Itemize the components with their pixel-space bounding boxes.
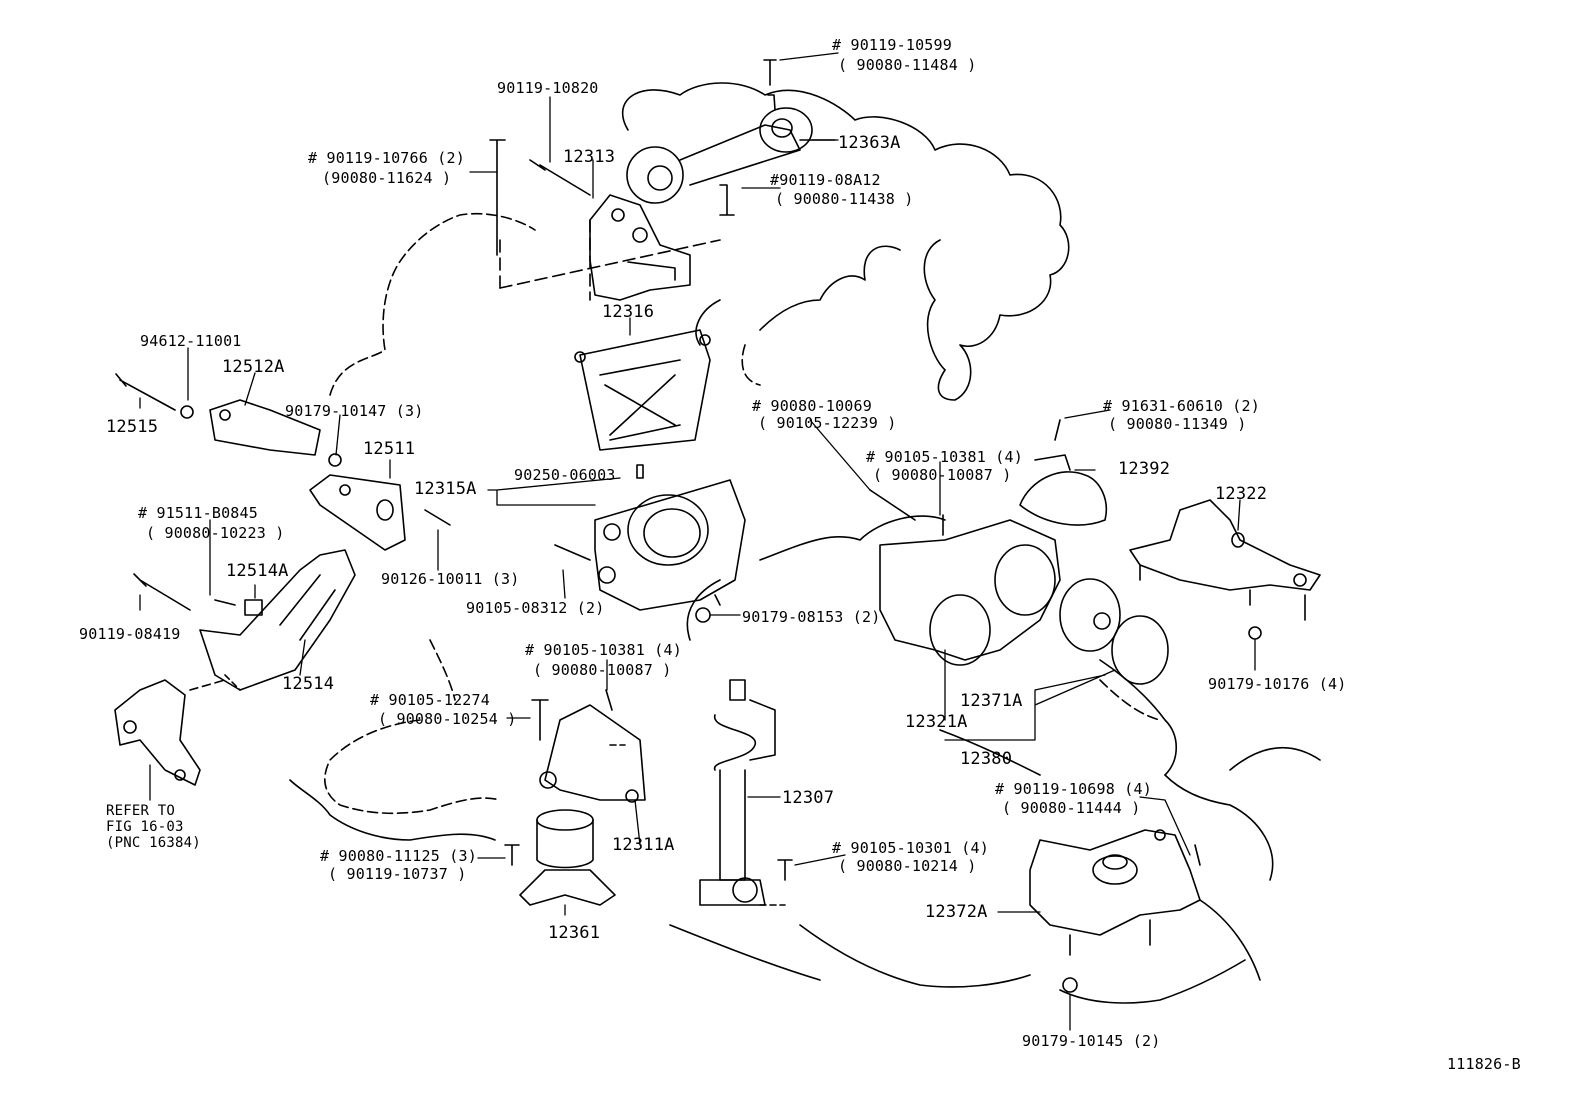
label-90105-10381-mid: # 90105-10381 (4) xyxy=(525,641,682,659)
label-90080-10087-mid: ( 90080-10087 ) xyxy=(533,661,672,679)
label-90179-08153: 90179-08153 (2) xyxy=(742,608,881,626)
label-90105-10381-top: # 90105-10381 (4) xyxy=(866,448,1023,466)
reference-lines xyxy=(499,219,721,301)
part-12321A-housing xyxy=(869,489,1169,685)
engine-outline xyxy=(329,82,1070,401)
label-12322: 12322 xyxy=(1215,484,1268,504)
refer-note-line3: (PNC 16384) xyxy=(106,835,201,851)
label-12315A: 12315A xyxy=(414,479,477,499)
label-12361: 12361 xyxy=(548,923,601,943)
label-90080-11444: ( 90080-11444 ) xyxy=(1002,799,1141,817)
label-90080-10214: ( 90080-10214 ) xyxy=(838,857,977,875)
label-91511-B0845: # 91511-B0845 xyxy=(138,504,258,522)
label-90080-11349: ( 90080-11349 ) xyxy=(1108,415,1247,433)
label-12321A: 12321A xyxy=(905,712,968,732)
label-90080-10223: ( 90080-10223 ) xyxy=(146,524,285,542)
refer-note-line2: FIG 16-03 xyxy=(106,819,184,835)
label-12371A: 12371A xyxy=(960,691,1023,711)
label-90119-10737: ( 90119-10737 ) xyxy=(328,865,467,883)
label-90119-10766: # 90119-10766 (2) xyxy=(308,149,465,167)
label-12372A: 12372A xyxy=(925,902,988,922)
label-90119-10820: 90119-10820 xyxy=(497,79,599,97)
label-94612-11001: 94612-11001 xyxy=(140,332,242,350)
part-12392-cover xyxy=(1019,419,1107,526)
label-90250-06003: 90250-06003 xyxy=(514,466,616,484)
label-12515: 12515 xyxy=(106,417,159,437)
leader-lines xyxy=(139,52,1256,1031)
part-12307-absorber xyxy=(699,679,793,906)
label-90119-08A12: #90119-08A12 xyxy=(770,171,881,189)
label-90179-10147: 90179-10147 (3) xyxy=(285,402,424,420)
part-12511-bracket xyxy=(309,453,451,551)
label-12307: 12307 xyxy=(782,788,835,808)
part-12512A-bracket xyxy=(115,373,321,456)
part-12313-bracket xyxy=(489,139,735,301)
part-12316-plate xyxy=(574,329,711,451)
part-12372A-mount xyxy=(1029,829,1201,993)
label-91631-60610: # 91631-60610 (2) xyxy=(1103,397,1260,415)
refer-note-line1: REFER TO xyxy=(106,803,176,819)
label-90080-11624: (90080-11624 ) xyxy=(322,169,452,187)
label-90179-10145: 90179-10145 (2) xyxy=(1022,1032,1161,1050)
label-90080-11484: ( 90080-11484 ) xyxy=(838,56,977,74)
label-90080-10069: # 90080-10069 xyxy=(752,397,872,415)
label-12392: 12392 xyxy=(1118,459,1171,479)
part-12514-arm xyxy=(133,549,356,691)
label-90080-11125: # 90080-11125 (3) xyxy=(320,847,477,865)
part-12311A-bracket xyxy=(531,689,646,803)
part-12361-mount xyxy=(504,809,616,906)
label-12380: 12380 xyxy=(960,749,1013,769)
part-12363A-torque-rod xyxy=(626,59,836,204)
label-90126-10011: 90126-10011 (3) xyxy=(381,570,520,588)
label-90105-08312: 90105-08312 (2) xyxy=(466,599,605,617)
label-90179-10176: 90179-10176 (4) xyxy=(1208,675,1347,693)
label-12363A: 12363A xyxy=(838,133,901,153)
label-90119-10599: # 90119-10599 xyxy=(832,36,952,54)
diagram-id: 111826-B xyxy=(1447,1055,1521,1073)
label-90080-11438: ( 90080-11438 ) xyxy=(775,190,914,208)
label-90105-12274: # 90105-12274 xyxy=(370,691,490,709)
part-refer-bracket xyxy=(114,679,201,786)
label-12311A: 12311A xyxy=(612,835,675,855)
label-12316: 12316 xyxy=(602,302,655,322)
label-90119-10698: # 90119-10698 (4) xyxy=(995,780,1152,798)
label-90080-10254: ( 90080-10254 ) xyxy=(378,710,517,728)
label-90119-08419: 90119-08419 xyxy=(79,625,181,643)
label-12511: 12511 xyxy=(363,439,416,459)
label-90105-10301: # 90105-10301 (4) xyxy=(832,839,989,857)
label-90105-12239: ( 90105-12239 ) xyxy=(758,414,897,432)
label-12313: 12313 xyxy=(563,147,616,167)
label-12514: 12514 xyxy=(282,674,335,694)
label-12512A: 12512A xyxy=(222,357,285,377)
part-12315A-housing xyxy=(554,464,746,623)
label-12514A: 12514A xyxy=(226,561,289,581)
body-outline-left xyxy=(289,639,501,841)
label-90080-10087-top: ( 90080-10087 ) xyxy=(873,466,1012,484)
part-12322-bracket xyxy=(1129,499,1321,640)
